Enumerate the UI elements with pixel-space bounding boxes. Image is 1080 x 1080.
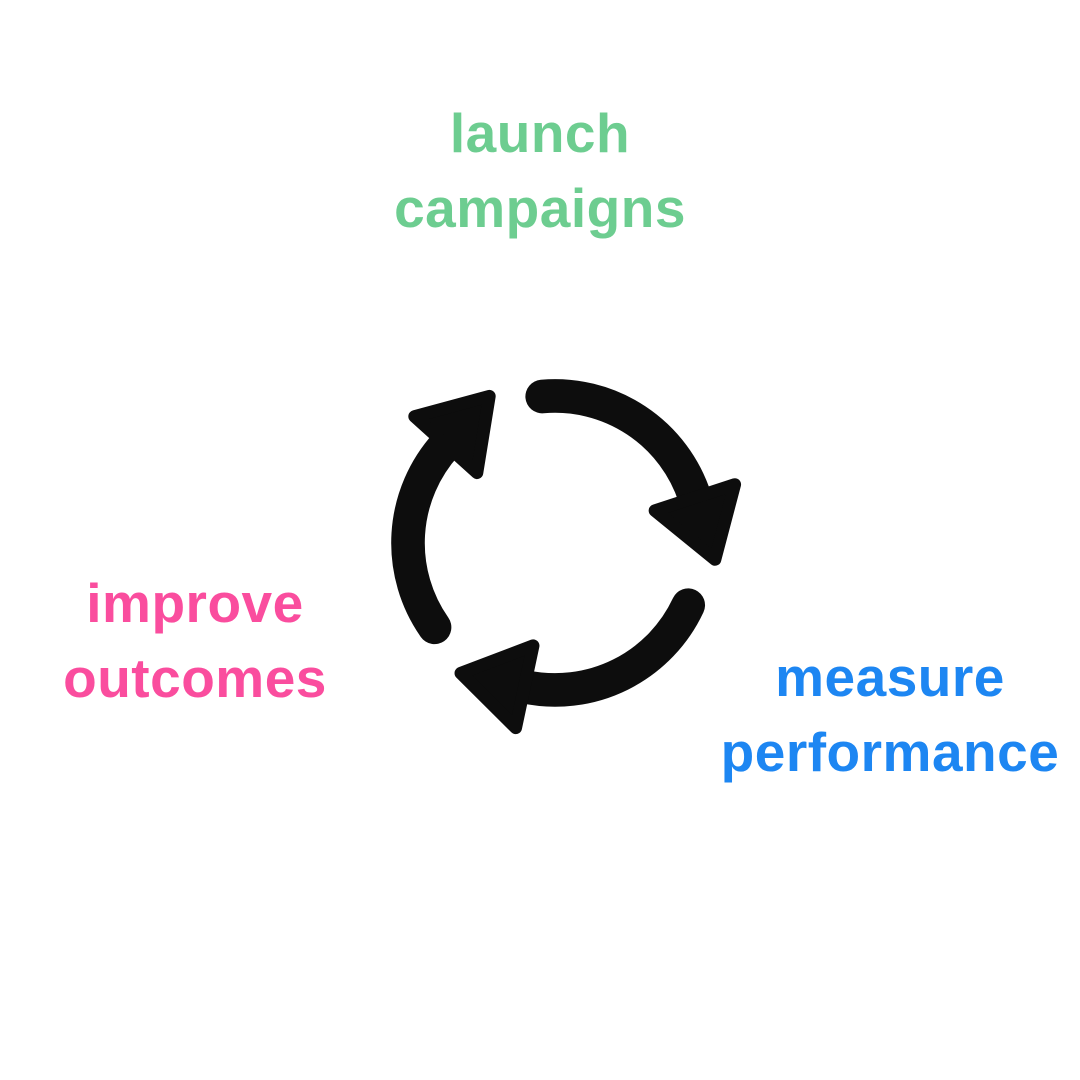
cycle-arc-bottom [507,588,706,707]
cycle-arrows-svg [391,379,742,735]
cycle-arrows-icon [345,333,765,753]
step-label-launch-campaigns: launch campaigns [394,102,686,239]
cycle-arc-right [525,379,712,515]
cycle-arc-left [391,427,463,645]
arrowhead-right [648,478,742,566]
arrowhead-bottom [454,639,540,735]
step-label-improve-outcomes: improve outcomes [63,572,327,709]
arrowhead-top [408,389,496,480]
step-label-measure-performance: measure performance [720,646,1060,783]
